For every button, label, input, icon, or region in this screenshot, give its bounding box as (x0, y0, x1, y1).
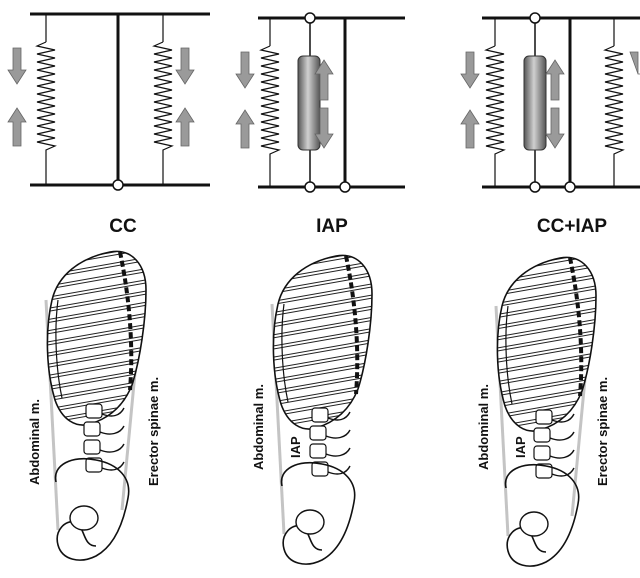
pivot-joint-icon (530, 13, 540, 23)
spring-icon (605, 18, 623, 187)
panel-title-cc-iap: CC+IAP (537, 216, 608, 237)
panel-title-iap: IAP (316, 216, 348, 237)
pivot-joint-icon (305, 13, 315, 23)
arrow-icon (176, 48, 194, 84)
label-abdominal-m: Abdominal m. (251, 384, 266, 470)
arrow-icon (176, 108, 194, 146)
vertebra (86, 404, 102, 418)
pivot-joint-icon (340, 182, 350, 192)
pivot-joint-icon (565, 182, 575, 192)
vertebra (534, 428, 550, 442)
pressure-cylinder-icon (524, 56, 546, 150)
vertebra (310, 444, 326, 458)
vertebra (536, 410, 552, 424)
label-iap: IAP (513, 436, 528, 458)
hip-joint (70, 506, 98, 530)
spring-icon (154, 14, 172, 185)
label-erector-spinae-m: Erector spinae m. (595, 377, 610, 486)
spring-icon (261, 18, 279, 187)
model-cc-iap (461, 13, 640, 192)
vertebra (310, 426, 326, 440)
label-iap: IAP (288, 436, 303, 458)
spring-icon (486, 18, 504, 187)
vertebra (312, 408, 328, 422)
torso-skeleton-illustration (496, 257, 596, 566)
arrow-icon (236, 110, 254, 148)
model-iap (236, 13, 405, 192)
hip-joint (296, 510, 324, 534)
spring-icon (37, 14, 55, 185)
arrow-icon (630, 52, 640, 74)
rib-cage (273, 255, 372, 429)
arrow-icon (8, 48, 26, 84)
label-abdominal-m: Abdominal m. (476, 384, 491, 470)
pivot-joint-icon (530, 182, 540, 192)
arrow-icon (546, 108, 564, 148)
torso-skeleton-illustration (272, 255, 372, 564)
vertebra (84, 422, 100, 436)
label-abdominal-m: Abdominal m. (27, 399, 42, 485)
arrow-icon (461, 52, 479, 88)
torso-skeleton-illustration (46, 251, 146, 560)
vertebra (534, 446, 550, 460)
arrow-icon (461, 110, 479, 148)
model-cc (8, 14, 210, 190)
pivot-joint-icon (305, 182, 315, 192)
pivot-joint-icon (113, 180, 123, 190)
arrow-icon (8, 108, 26, 146)
arrow-icon (546, 60, 564, 100)
hip-joint (520, 512, 548, 536)
panel-title-cc: CC (109, 216, 137, 237)
label-erector-spinae-m: Erector spinae m. (146, 377, 161, 486)
vertebra (84, 440, 100, 454)
arrow-icon (236, 52, 254, 88)
